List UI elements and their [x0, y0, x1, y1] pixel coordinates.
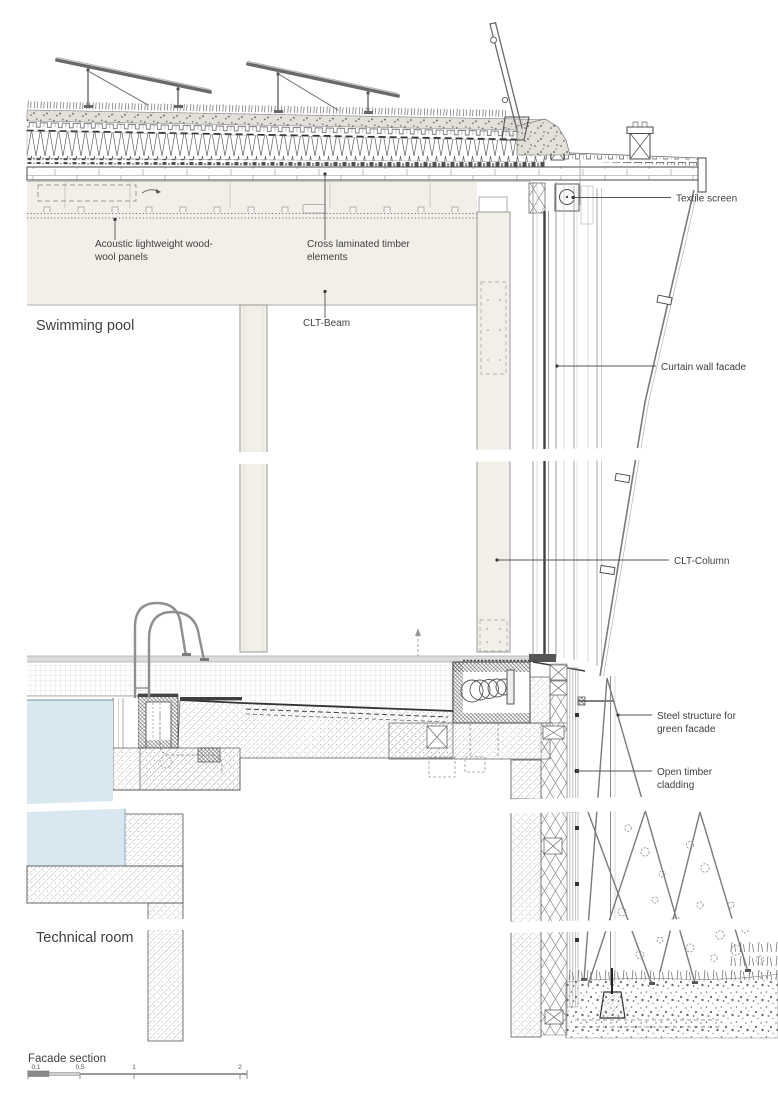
window-sill	[529, 654, 556, 662]
tension-rod	[599, 189, 695, 677]
roof-vegetation	[27, 101, 508, 120]
panel-clips	[43, 206, 459, 213]
room-label-swimming-pool: Swimming pool	[36, 318, 134, 334]
ceiling-hangers	[64, 183, 431, 208]
green-roof-layers	[26, 101, 707, 205]
annotation-text: Textile screen	[676, 194, 737, 205]
turnbuckles	[599, 294, 673, 576]
annotation-text: elements	[307, 252, 348, 263]
annotation-clt-beam: CLT-Beam	[303, 289, 350, 329]
annotation-text: Acoustic lightweight wood-	[95, 239, 213, 250]
tiled-pool-wall	[27, 663, 453, 711]
mast-foot	[501, 116, 530, 141]
roof-fascia	[697, 157, 707, 193]
annotation-text: Curtain wall facade	[661, 362, 746, 373]
soil	[565, 973, 778, 1039]
overhang-soffit-slats	[545, 153, 699, 166]
technical-room-wall	[147, 902, 184, 1042]
column-base-plate	[479, 619, 508, 652]
solar-panel-1	[54, 56, 213, 108]
curtain-wall-facade	[528, 182, 602, 672]
annotation-text: wool panels	[94, 252, 148, 263]
pool-wall	[112, 747, 241, 791]
floor-slab	[388, 722, 551, 760]
scale-bar: Facade section 0,1 0,5 1 2	[27, 1053, 248, 1079]
annotation-text: green facade	[657, 724, 716, 735]
roof-drainage-layer	[26, 120, 545, 139]
service-box	[302, 204, 326, 214]
substrate-mound	[516, 118, 571, 156]
exterior-wall-assembly	[510, 663, 579, 1038]
pool-floor-slab	[26, 865, 184, 904]
scale-tick-2: 2	[238, 1064, 242, 1071]
pool-hall-floor	[26, 601, 551, 1042]
roof-battens	[27, 158, 545, 168]
pool-water-lower	[27, 808, 125, 866]
roof-membrane	[26, 129, 545, 141]
trench-heater	[452, 659, 531, 756]
column-head-connector	[480, 281, 507, 375]
annotation-open-timber: Open timber cladding	[574, 767, 713, 791]
annotation-text: cladding	[657, 780, 694, 791]
overflow-gutter	[137, 693, 179, 749]
green-facade-mast	[489, 22, 530, 141]
ground	[565, 942, 778, 1039]
deck-edge-band	[27, 656, 529, 662]
annotation-textile-screen: Textile screen	[571, 194, 737, 205]
trellis-legs	[583, 677, 749, 986]
scale-tick-0-1: 0,1	[31, 1064, 40, 1071]
annotations: Acoustic lightweight wood- wool panels C…	[36, 172, 746, 946]
scale-tick-1: 1	[132, 1064, 136, 1071]
scale-bar-title: Facade section	[28, 1053, 106, 1065]
solar-panels	[54, 22, 530, 141]
annotation-text: Open timber	[657, 767, 713, 778]
interior-clt-column	[239, 304, 268, 653]
clt-beam-band	[27, 182, 477, 305]
scale-tick-0-5: 0,5	[75, 1064, 84, 1071]
annotation-steel-structure: Steel structure for green facade	[616, 711, 737, 735]
annotation-clt-elements: Cross laminated timber elements	[307, 172, 410, 263]
curtain-wall-mullions	[532, 182, 602, 666]
ventilation-arrow	[415, 628, 421, 658]
green-facade-steel-structure	[577, 189, 751, 986]
deck-finish-strip	[180, 697, 242, 701]
clt-roof-slab	[26, 166, 707, 181]
annotation-text: CLT-Column	[674, 556, 729, 567]
annotation-text: Steel structure for	[657, 711, 737, 722]
annotation-text: Cross laminated timber	[307, 239, 410, 250]
buried-footing	[599, 991, 626, 1019]
facade-clt-column	[476, 196, 511, 653]
ceiling-zone	[27, 181, 530, 306]
open-timber-cladding	[566, 667, 579, 800]
concrete-wall	[510, 759, 542, 800]
annotation-acoustic-panels: Acoustic lightweight wood- wool panels	[94, 217, 213, 263]
section-breaks	[21, 447, 778, 933]
pool-ladder	[133, 601, 209, 698]
annotation-text: CLT-Beam	[303, 318, 350, 329]
pool-water-upper	[27, 700, 113, 804]
pool-basin	[26, 698, 241, 904]
room-label-technical-room: Technical room	[36, 930, 134, 946]
duct-dashed	[37, 184, 137, 202]
annotation-curtain-wall: Curtain wall facade	[555, 362, 746, 373]
pool-wall-step	[124, 813, 184, 867]
annotation-clt-column: CLT-Column	[495, 556, 729, 567]
parapet-block	[626, 121, 654, 160]
solar-panel-2	[245, 60, 401, 114]
